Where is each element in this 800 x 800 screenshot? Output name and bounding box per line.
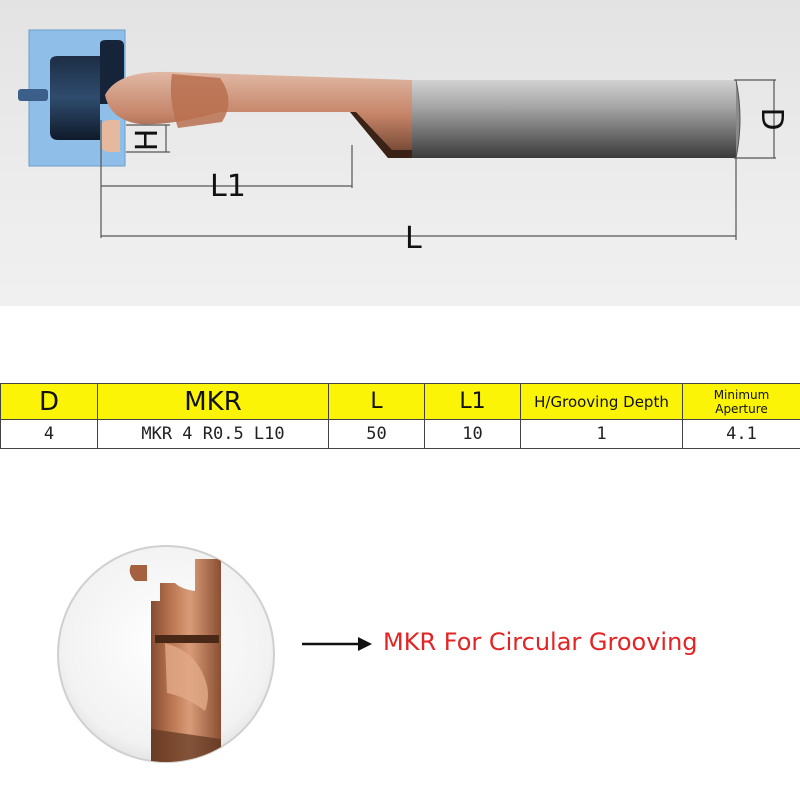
bore-rod bbox=[18, 89, 48, 101]
header-grooving-depth: H/Grooving Depth bbox=[520, 383, 683, 420]
right-arrow-icon bbox=[302, 637, 372, 651]
cell-grooving-depth: 1 bbox=[520, 419, 683, 449]
table-header-row: D MKR L L1 H/Grooving Depth Minimum Aper… bbox=[0, 383, 800, 420]
dim-label-h: H bbox=[130, 128, 165, 152]
cell-l: 50 bbox=[328, 419, 425, 449]
header-aperture-line: Aperture bbox=[715, 401, 768, 416]
bore-cavity bbox=[50, 56, 100, 140]
cell-mkr: MKR 4 R0.5 L10 bbox=[97, 419, 329, 449]
tool-drawing bbox=[18, 29, 776, 240]
closeup-groove-line bbox=[155, 635, 219, 643]
callout-text: MKR For Circular Grooving bbox=[383, 628, 698, 656]
tool-tip-face bbox=[170, 74, 229, 128]
tool-closeup-image bbox=[57, 545, 275, 763]
spec-table: D MKR L L1 H/Grooving Depth Minimum Aper… bbox=[0, 383, 800, 449]
tool-diagram: H L1 L D bbox=[0, 0, 800, 306]
cell-d: 4 bbox=[0, 419, 98, 449]
header-minimum-aperture: Minimum Aperture bbox=[682, 383, 800, 420]
cell-minimum-aperture: 4.1 bbox=[682, 419, 800, 449]
closeup-face-highlight bbox=[165, 643, 208, 711]
closeup-lower-shadow bbox=[151, 729, 221, 762]
dim-label-l: L bbox=[405, 221, 422, 256]
grooving-edge bbox=[101, 120, 120, 152]
dim-label-d: D bbox=[754, 107, 789, 131]
shank-end bbox=[735, 79, 741, 159]
header-d: D bbox=[0, 383, 98, 420]
dim-label-l1: L1 bbox=[210, 169, 246, 204]
tool-shank bbox=[412, 80, 736, 158]
header-l: L bbox=[328, 383, 425, 420]
tool-closeup bbox=[55, 543, 277, 769]
dimension-lines bbox=[100, 79, 776, 240]
closeup-cutting-edge bbox=[129, 565, 147, 581]
neck-shadow bbox=[350, 112, 412, 158]
cell-l1: 10 bbox=[424, 419, 521, 449]
header-l1: L1 bbox=[424, 383, 521, 420]
table-row: 4 MKR 4 R0.5 L10 50 10 1 4.1 bbox=[0, 419, 800, 449]
header-mkr: MKR bbox=[97, 383, 329, 420]
header-minimum-line: Minimum bbox=[713, 387, 770, 402]
